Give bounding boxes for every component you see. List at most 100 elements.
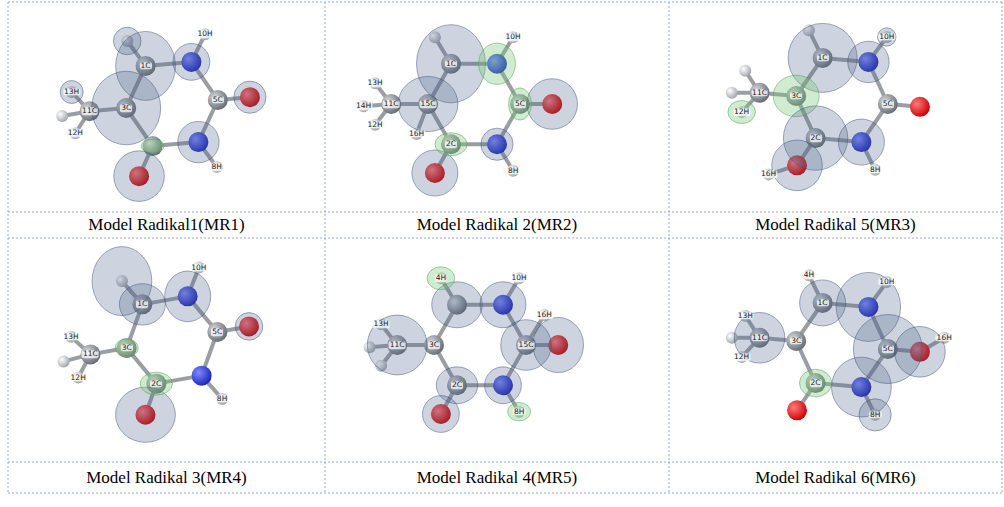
atom-label: 8H bbox=[513, 408, 525, 416]
atom-sphere bbox=[211, 161, 223, 173]
atom-label: 12H bbox=[70, 374, 87, 382]
atom-label: 4H bbox=[435, 275, 447, 283]
atom-label: 8H bbox=[211, 163, 223, 171]
atom-label: 13H bbox=[373, 321, 390, 329]
atom-label: 5C bbox=[212, 96, 224, 104]
atom-label: 1C bbox=[817, 299, 829, 307]
atom-sphere bbox=[750, 83, 770, 103]
atom-label: 1C bbox=[140, 62, 152, 70]
atom-label: 2C bbox=[810, 134, 822, 142]
orbital-lobe bbox=[859, 399, 891, 431]
atom-sphere bbox=[216, 393, 228, 405]
orbital-lobe bbox=[508, 403, 531, 421]
orbital-lobe bbox=[527, 79, 578, 130]
caption-cell: Model Radikal 5(MR3) bbox=[669, 212, 1002, 238]
atom-label: 5C bbox=[211, 328, 223, 336]
table-rule bbox=[669, 2, 670, 493]
atom-label: 10H bbox=[878, 278, 895, 286]
orbital-lobe bbox=[427, 267, 455, 290]
molecule-model bbox=[364, 267, 584, 433]
atom-label: 4H bbox=[803, 271, 815, 279]
atom-sphere bbox=[192, 366, 212, 386]
table-rule bbox=[8, 238, 1002, 239]
atom-sphere bbox=[726, 87, 738, 99]
atom-label: 10H bbox=[505, 34, 522, 42]
caption-cell: Model Radikal1(MR1) bbox=[8, 212, 325, 238]
orbital-lobe bbox=[234, 81, 266, 113]
atom-sphere bbox=[787, 400, 807, 420]
caption-cell: Model Radikal 3(MR4) bbox=[8, 462, 325, 493]
orbital-lobe bbox=[848, 41, 889, 82]
atom-label: 16H bbox=[936, 334, 953, 342]
orbital-lobe bbox=[479, 43, 516, 84]
atom-label: 2C bbox=[810, 379, 822, 387]
orbital-lobe bbox=[772, 140, 823, 191]
table-rule bbox=[8, 212, 1002, 213]
atom-label: 5C bbox=[882, 100, 894, 108]
orbital-lobe bbox=[435, 133, 467, 156]
atom-label: 10H bbox=[197, 30, 214, 38]
atom-label: 13H bbox=[62, 333, 79, 341]
orbital-lobe bbox=[367, 315, 427, 375]
orbital-lobe bbox=[119, 284, 165, 325]
atom-label: 11C bbox=[389, 341, 406, 349]
atom-label: 11C bbox=[383, 100, 400, 108]
atom-label: 11C bbox=[82, 351, 99, 359]
atom-label: 15C bbox=[420, 100, 437, 108]
orbital-lobe bbox=[800, 280, 846, 326]
atom-label: 16H bbox=[536, 311, 553, 319]
orbital-lobe bbox=[728, 101, 756, 124]
orbital-lobe bbox=[115, 339, 138, 357]
orbital-lobe bbox=[141, 139, 164, 153]
atom-sphere bbox=[869, 164, 881, 176]
orbital-lobe bbox=[485, 367, 522, 404]
atom-sphere bbox=[80, 344, 100, 364]
molecule-model bbox=[358, 25, 578, 196]
caption-text: Model Radikal 3(MR4) bbox=[86, 468, 247, 488]
atom-label: 1C bbox=[817, 54, 829, 62]
atom-label: 8H bbox=[507, 167, 519, 175]
atom-label: 2C bbox=[451, 382, 463, 390]
table-grid bbox=[8, 2, 1002, 493]
atom-label: 3C bbox=[428, 341, 440, 349]
table-rule bbox=[8, 2, 9, 493]
atom-sphere bbox=[424, 335, 444, 355]
table-rule bbox=[325, 2, 326, 493]
caption-cell: Model Radikal 4(MR5) bbox=[325, 462, 669, 493]
orbital-lobe bbox=[480, 282, 526, 328]
atom-label: 11C bbox=[751, 334, 768, 342]
table-rule bbox=[8, 2, 1002, 3]
atom-label: 2C bbox=[150, 380, 162, 388]
orbital-lobe bbox=[423, 396, 460, 433]
atom-label: 1C bbox=[136, 301, 148, 309]
atom-label: 10H bbox=[190, 264, 207, 272]
atom-label: 12H bbox=[733, 108, 750, 116]
orbital-lobe bbox=[60, 80, 83, 103]
atom-sphere bbox=[803, 269, 815, 281]
atom-label: 8H bbox=[869, 166, 881, 174]
orbital-lobe bbox=[838, 119, 884, 165]
orbital-lobe bbox=[92, 71, 161, 145]
atom-label: 12H bbox=[367, 121, 384, 129]
atom-label: 3C bbox=[121, 344, 133, 352]
atom-label: 13H bbox=[63, 88, 80, 96]
atom-label: 16H bbox=[408, 130, 425, 138]
atom-label: 8H bbox=[869, 411, 881, 419]
caption-cell: Model Radikal 6(MR6) bbox=[669, 462, 1002, 493]
atom-sphere bbox=[878, 94, 898, 114]
molecule-model bbox=[726, 23, 930, 190]
atom-label: 11C bbox=[751, 89, 768, 97]
atom-label: 1C bbox=[445, 60, 457, 68]
atom-sphere bbox=[58, 355, 70, 367]
orbital-lobe bbox=[533, 317, 584, 372]
caption-text: Model Radikal 6(MR6) bbox=[755, 468, 916, 488]
atom-label: 13H bbox=[367, 80, 384, 88]
orbital-lobe bbox=[799, 369, 831, 397]
atom-label: 13H bbox=[737, 312, 754, 320]
orbital-lobe bbox=[412, 150, 458, 196]
atom-label: 3C bbox=[120, 104, 132, 112]
orbital-lobe bbox=[235, 313, 263, 341]
